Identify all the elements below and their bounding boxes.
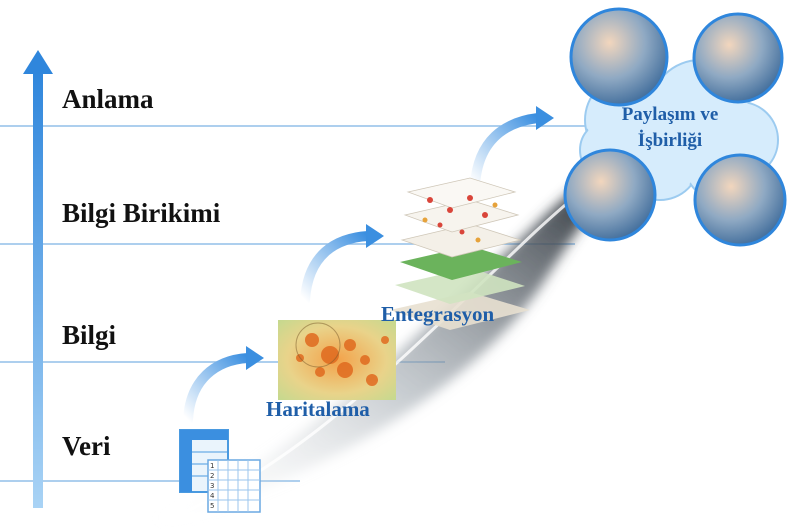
level-label-bilgi: Bilgi — [62, 320, 117, 350]
stage-label-entegrasyon: Entegrasyon — [381, 302, 495, 326]
cloud-label-line1: Paylaşım ve — [621, 104, 719, 125]
photo-man-bottom-right — [693, 153, 787, 247]
grid-number: 5 — [210, 502, 214, 510]
curl-arrow-2 — [300, 231, 373, 305]
photo-team-bottom-left — [563, 148, 657, 242]
curl-arrow-1 — [183, 353, 253, 425]
cloud-label: Paylaşım ve İşbirliği — [596, 102, 744, 154]
photo-men-top-right — [692, 12, 784, 104]
grid-number: 1 — [210, 462, 214, 470]
step-arrows — [183, 113, 543, 425]
level-label-anlama: Anlama — [62, 84, 154, 114]
grid-number: 3 — [210, 482, 214, 490]
grid-number: 2 — [210, 472, 214, 480]
photo-meeting-top-left — [569, 7, 669, 107]
vertical-axis-arrow — [23, 50, 53, 508]
grid-number: 4 — [210, 492, 215, 500]
level-label-bilgi-birikimi: Bilgi Birikimi — [62, 198, 221, 228]
curl-arrow-3 — [470, 113, 543, 190]
level-label-veri: Veri — [62, 431, 111, 461]
table-icon: 1 2 3 4 5 — [179, 429, 261, 513]
cloud-label-line2: İşbirliği — [637, 130, 703, 151]
layer-stack-image — [390, 177, 530, 330]
stage-label-haritalama: Haritalama — [266, 397, 370, 421]
people-photos — [563, 7, 787, 247]
heatmap-image — [278, 320, 396, 400]
step-arrow-heads — [246, 106, 554, 370]
